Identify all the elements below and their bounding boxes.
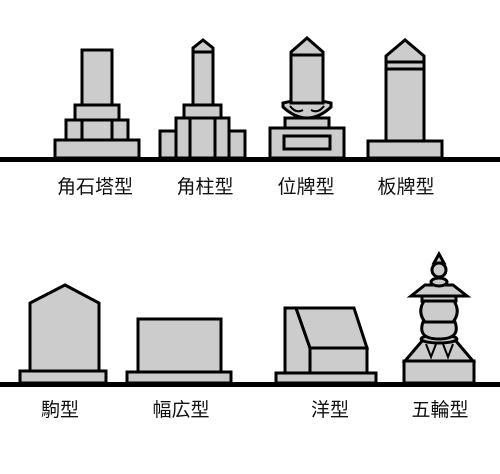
label-gorinto: 五輪型 — [411, 399, 469, 421]
kakuishito-gravestone-icon — [53, 48, 141, 160]
ground-line-top — [0, 157, 500, 162]
label-habahiro: 幅広型 — [152, 399, 210, 421]
label-ihai: 位牌型 — [277, 176, 335, 198]
ground-line-bottom — [0, 382, 500, 387]
western-gravestone-icon — [274, 306, 378, 385]
banpai-gravestone-icon — [366, 38, 444, 160]
label-koma: 駒型 — [40, 399, 80, 421]
habahiro-gravestone-icon — [125, 317, 233, 385]
label-kakuchu: 角柱型 — [176, 176, 234, 198]
kakuchu-gravestone-icon — [158, 38, 247, 160]
label-western: 洋型 — [310, 399, 350, 421]
ihai-gravestone-icon — [268, 36, 346, 160]
label-kakuishito: 角石塔型 — [56, 176, 134, 198]
label-banpai: 板牌型 — [377, 176, 435, 198]
gorinto-gravestone-icon — [401, 250, 477, 385]
koma-gravestone-icon — [18, 283, 108, 385]
